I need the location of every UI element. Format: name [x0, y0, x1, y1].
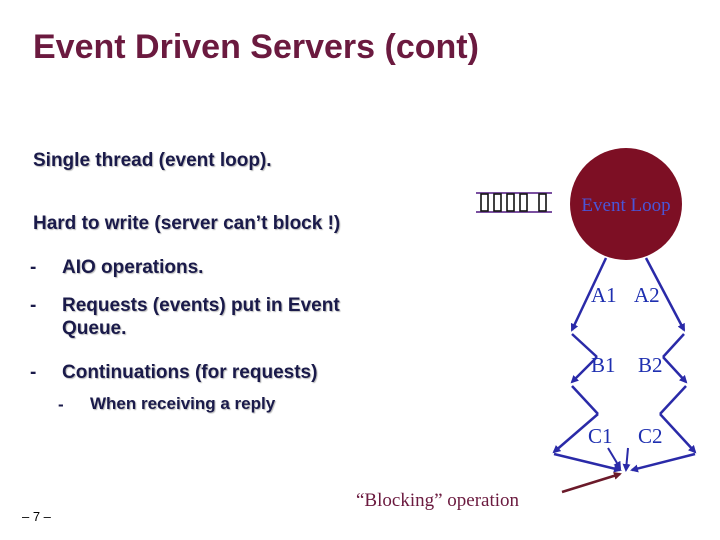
arrow-loop-to-a-left — [570, 257, 608, 332]
bullet-aio-operations: AIO operations. — [62, 257, 204, 278]
arrow-b-to-c-right-2 — [659, 413, 697, 454]
arrow-c2-down — [622, 447, 631, 472]
arrow-a-to-b-right-1 — [662, 333, 685, 358]
node-c1: C1 — [588, 424, 613, 448]
arrow-loop-to-a-right — [644, 257, 686, 332]
bullet-marker-3: - — [30, 362, 37, 383]
arrow-blocking-operation — [561, 471, 622, 494]
bullet-marker-2: - — [30, 295, 37, 316]
arrow-b-to-c-left-1 — [571, 385, 599, 415]
bullet-requests-line2: Queue. — [62, 318, 127, 339]
node-b1: B1 — [591, 353, 616, 377]
blocking-operation-label: “Blocking” operation — [356, 490, 520, 511]
event-loop-circle — [570, 148, 682, 260]
sub-bullet-marker: - — [58, 395, 64, 414]
arrow-a-to-b-left-1 — [571, 333, 598, 358]
arrow-a-to-b-right-2 — [662, 356, 688, 384]
bullet-continuations: Continuations (for requests) — [62, 362, 318, 383]
sub-bullet-receiving-reply: When receiving a reply — [90, 394, 276, 413]
page-number: – 7 – — [22, 509, 51, 524]
arrow-c-left-to-center — [553, 452, 622, 473]
node-a1: A1 — [591, 283, 617, 307]
event-loop-label: Event Loop — [581, 195, 670, 216]
arrow-b-to-c-right-1 — [659, 385, 687, 415]
bullet-marker-1: - — [30, 257, 37, 278]
arrow-c-right-to-center — [630, 452, 696, 473]
event-queue — [476, 192, 552, 213]
arrow-b-to-c-left-2 — [552, 413, 599, 454]
arrow-a-to-b-left-2 — [570, 356, 598, 384]
text-hard-to-write: Hard to write (server can’t block !) — [33, 213, 341, 234]
arrow-c1-down — [607, 447, 622, 470]
text-single-thread: Single thread (event loop). — [33, 150, 272, 171]
bullet-requests-line1: Requests (events) put in Event — [62, 295, 340, 316]
node-a2: A2 — [634, 283, 660, 307]
slide-title: Event Driven Servers (cont) — [33, 28, 479, 66]
node-c2: C2 — [638, 424, 663, 448]
node-b2: B2 — [638, 353, 663, 377]
